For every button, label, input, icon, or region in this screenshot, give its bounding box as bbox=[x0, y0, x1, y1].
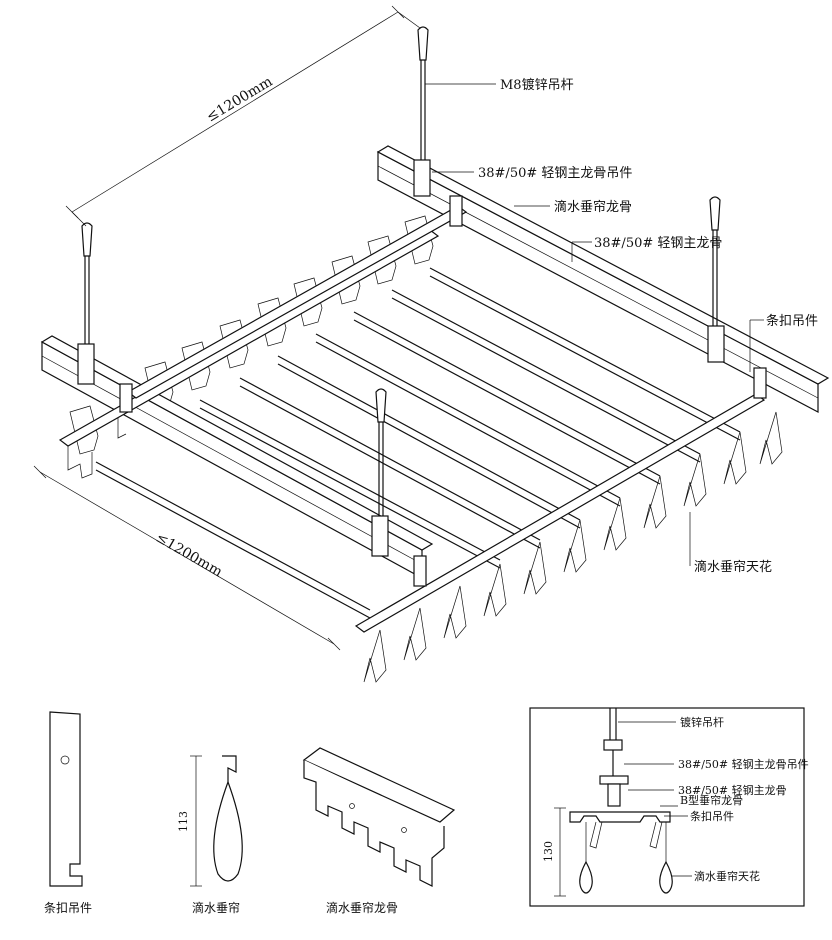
dim-top-label: ≤1200mm bbox=[204, 74, 276, 126]
label-clip-hanger: 条扣吊件 bbox=[766, 313, 818, 329]
label-drip-ceiling: 滴水垂帘天花 bbox=[694, 559, 772, 575]
section-label-rod: 镀锌吊杆 bbox=[680, 715, 724, 729]
section-dim: 130 bbox=[542, 841, 555, 862]
caption-drip-keel: 滴水垂帘龙骨 bbox=[326, 900, 398, 915]
label-main-keel: 38#/50# 轻钢主龙骨 bbox=[594, 236, 722, 251]
detail-clip-hanger: 条扣吊件 bbox=[44, 711, 92, 915]
caption-clip-hanger: 条扣吊件 bbox=[44, 901, 92, 915]
label-drip-keel: 滴水垂帘龙骨 bbox=[554, 199, 632, 215]
detail-drip-keel: 滴水垂帘龙骨 bbox=[302, 747, 456, 915]
drip-slats bbox=[95, 267, 741, 619]
dimension-top: ≤1200mm bbox=[65, 5, 421, 227]
detail-section: 130 镀锌吊杆 38#/50# 轻钢主龙骨吊件 38#/50# 轻钢主龙骨 B… bbox=[529, 707, 809, 907]
label-rod: M8镀锌吊杆 bbox=[500, 77, 574, 93]
drip-curtain-dim: 113 bbox=[177, 811, 190, 832]
hanging-rods bbox=[81, 26, 721, 520]
section-label-clip-hanger: 条扣吊件 bbox=[690, 809, 734, 823]
detail-drip-curtain: 113 滴水垂帘 bbox=[177, 755, 243, 915]
drip-keel-left bbox=[58, 229, 440, 479]
section-label-main-keel: 38#/50# 轻钢主龙骨 bbox=[678, 783, 787, 797]
section-label-b-keel: B型垂帘龙骨 bbox=[680, 793, 743, 807]
caption-drip-curtain: 滴水垂帘 bbox=[192, 900, 240, 915]
drip-fins-front bbox=[363, 411, 783, 683]
dim-bottom-label: ≤1200mm bbox=[153, 530, 225, 581]
drip-fins-back bbox=[69, 215, 434, 455]
section-label-drip-ceiling: 滴水垂帘天花 bbox=[694, 869, 760, 883]
isometric-assembly: ≤1200mm ≤1200mm M8镀锌吊杆 38#/50# 轻钢主龙骨吊件 滴… bbox=[33, 5, 830, 683]
keel-hangers bbox=[77, 159, 767, 587]
assembly-labels: M8镀锌吊杆 38#/50# 轻钢主龙骨吊件 滴水垂帘龙骨 38#/50# 轻钢… bbox=[425, 77, 818, 575]
section-label-main-hanger: 38#/50# 轻钢主龙骨吊件 bbox=[678, 757, 809, 771]
drip-keel-right bbox=[126, 205, 766, 633]
label-main-hanger: 38#/50# 轻钢主龙骨吊件 bbox=[478, 166, 632, 181]
